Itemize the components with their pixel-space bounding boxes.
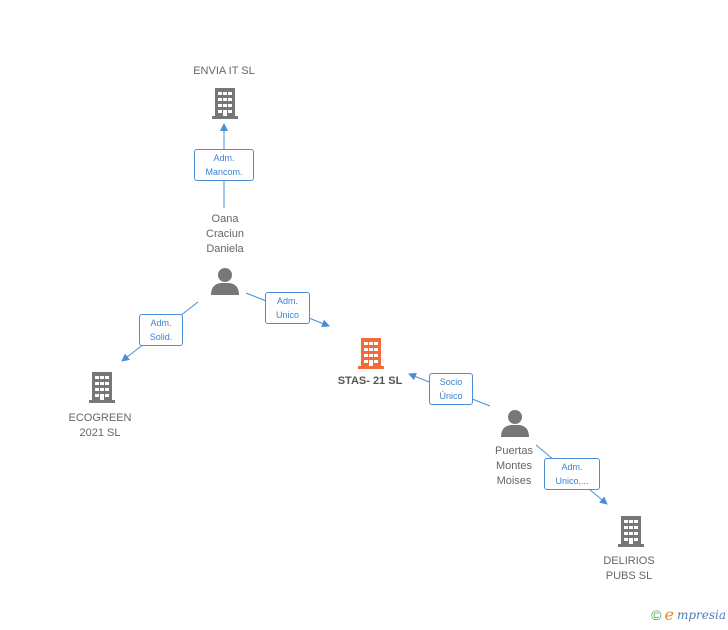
copyright-icon: © bbox=[651, 606, 662, 623]
edge-label-oana-ecogreen: Adm. Solid. bbox=[139, 314, 183, 346]
building-icon[interactable] bbox=[209, 86, 241, 120]
brand-logo-text: mpresia bbox=[676, 607, 726, 622]
edge-label-oana-stas: Adm. Unico bbox=[265, 292, 310, 324]
node-label-ecogreen[interactable]: ECOGREEN 2021 SL bbox=[68, 412, 132, 439]
edge-label-oana-envia: Adm. Mancom. bbox=[194, 149, 254, 181]
node-label-oana[interactable]: Oana Craciun Daniela bbox=[206, 213, 244, 255]
edge-label-puertas-delirios: Adm. Unico,... bbox=[544, 458, 600, 490]
person-icon[interactable] bbox=[210, 266, 240, 296]
node-label-envia[interactable]: ENVIA IT SL bbox=[193, 65, 255, 77]
node-label-puertas[interactable]: Puertas Montes Moises bbox=[495, 445, 533, 487]
node-label-stas[interactable]: STAS- 21 SL bbox=[337, 375, 403, 387]
person-icon[interactable] bbox=[500, 408, 530, 438]
building-icon[interactable] bbox=[86, 370, 118, 404]
building-icon-focus[interactable] bbox=[355, 336, 387, 370]
brand-logo-e: e bbox=[664, 605, 674, 624]
edge-label-puertas-stas: Socio Único bbox=[429, 373, 473, 405]
node-label-delirios[interactable]: DELIRIOS PUBS SL bbox=[603, 555, 655, 582]
building-icon[interactable] bbox=[615, 514, 647, 548]
